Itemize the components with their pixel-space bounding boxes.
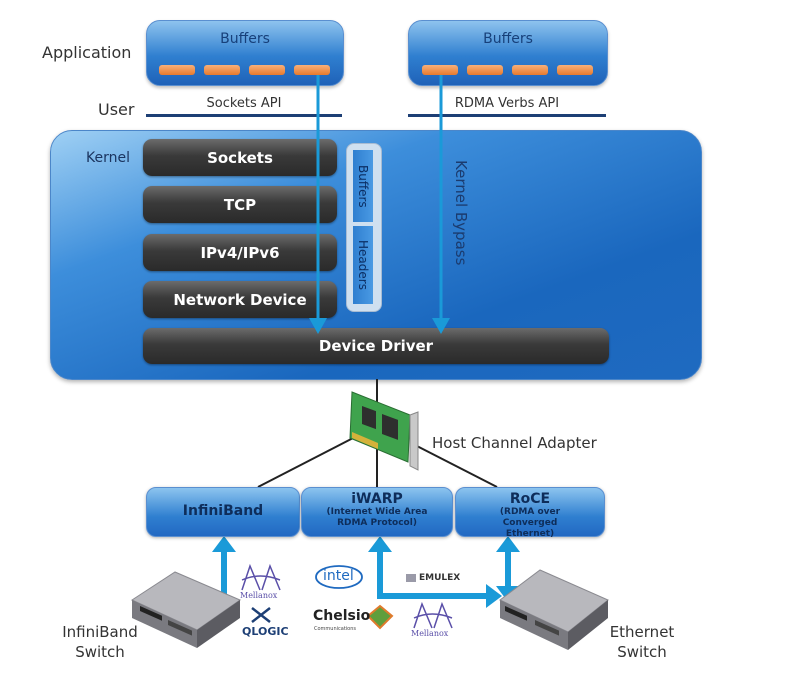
buffers-title: Buffers: [483, 31, 533, 47]
chelsio-logo-subtext: Communications: [314, 626, 357, 632]
protocol-title: RoCE: [509, 491, 551, 507]
host-channel-adapter-icon: [349, 391, 419, 471]
hca-label: Host Channel Adapter: [432, 434, 597, 452]
mellanox-logo-text: Mellanox: [411, 629, 449, 638]
intel-logo-icon: [315, 565, 363, 589]
qlogic-logo-text: QLOGIC: [242, 625, 289, 638]
hca-roce-line: [412, 443, 498, 488]
application-label: Application: [42, 43, 132, 62]
buffer-slot: [159, 65, 195, 75]
iwarp-arrowhead-up: [368, 536, 392, 552]
layer-sockets: Sockets: [143, 139, 337, 176]
buffer-slot: [204, 65, 240, 75]
mellanox-logo-icon: [241, 563, 281, 591]
ethernet-switch-icon: [499, 569, 609, 650]
layer-tcp: TCP: [143, 186, 337, 223]
mellanox-logo-icon: [413, 601, 453, 629]
mellanox-logo-text: Mellanox: [240, 591, 278, 600]
emulex-logo-icon: [406, 574, 416, 582]
buffer-slot: [467, 65, 503, 75]
kernel-bypass-arrowhead: [432, 318, 450, 334]
hca-infiniband-line: [257, 435, 358, 488]
chelsio-logo-text: Chelsio: [313, 608, 371, 624]
protocol-subtitle: (RDMA over Converged Ethernet): [499, 507, 561, 539]
layer-network-device: Network Device: [143, 281, 337, 318]
emulex-logo-text: EMULEX: [419, 573, 461, 583]
iwarp-arrow: [377, 548, 490, 599]
buffers-headers-stack: Buffers Headers: [346, 143, 382, 312]
sockets-api-label: Sockets API: [206, 96, 282, 111]
left-application-buffers: Buffers: [146, 20, 344, 86]
layer-ip: IPv4/IPv6: [143, 234, 337, 271]
protocol-iwarp: iWARP (Internet Wide Area RDMA Protocol): [301, 487, 453, 537]
right-application-buffers: Buffers: [408, 20, 608, 86]
kernel-buffers-segment: Buffers: [353, 150, 373, 222]
buffer-slot: [249, 65, 285, 75]
kernel-label: Kernel: [86, 150, 130, 166]
ethernet-switch-label: Ethernet Switch: [609, 623, 675, 661]
layer-device-driver: Device Driver: [143, 328, 609, 364]
buffer-slot: [512, 65, 548, 75]
infiniband-switch-icon: [130, 571, 242, 648]
protocol-title: iWARP: [351, 491, 403, 507]
protocol-title: InfiniBand: [182, 503, 264, 519]
intel-logo-text: intel: [323, 568, 354, 584]
kernel-headers-segment: Headers: [353, 226, 373, 304]
rdma-verbs-api-divider: [408, 114, 606, 117]
chelsio-logo-icon: [366, 604, 394, 630]
buffer-slot: [557, 65, 593, 75]
sockets-path-arrowhead: [309, 318, 327, 334]
qlogic-logo-icon: [251, 607, 271, 623]
protocol-infiniband: InfiniBand: [146, 487, 300, 537]
infiniband-switch-label: InfiniBand Switch: [62, 623, 138, 661]
sockets-api-divider: [146, 114, 342, 117]
rdma-verbs-api-label: RDMA Verbs API: [454, 96, 560, 111]
user-label: User: [98, 100, 135, 119]
buffer-slot: [422, 65, 458, 75]
infiniband-arrowhead: [212, 536, 236, 552]
kernel-bypass-label: Kernel Bypass: [452, 160, 470, 266]
protocol-subtitle: (Internet Wide Area RDMA Protocol): [326, 507, 428, 528]
roce-arrowhead-up: [496, 536, 520, 552]
protocol-roce: RoCE (RDMA over Converged Ethernet): [455, 487, 605, 539]
iwarp-arrowhead-right: [486, 584, 502, 608]
buffers-title: Buffers: [220, 31, 270, 47]
buffer-slot: [294, 65, 330, 75]
